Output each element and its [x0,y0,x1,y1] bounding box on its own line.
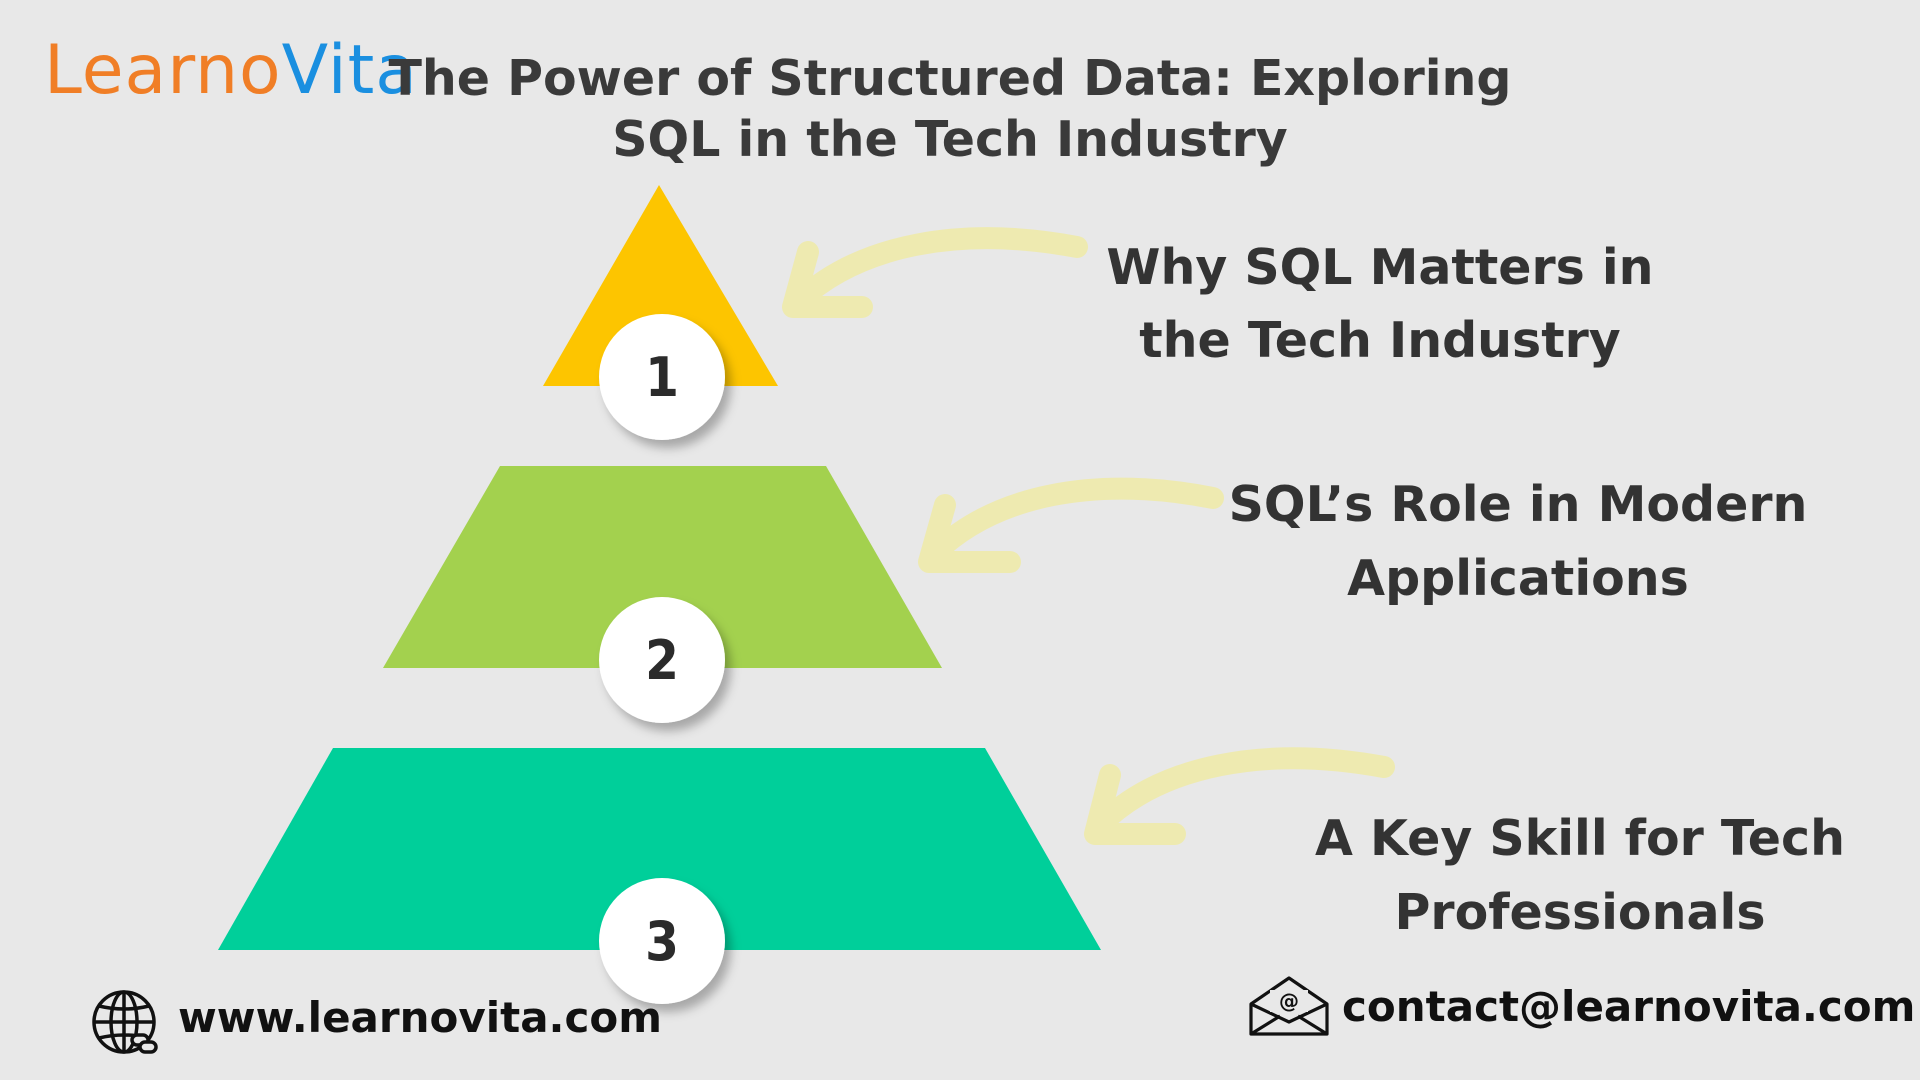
svg-text:@: @ [1279,989,1299,1013]
page-title-line-2: SQL in the Tech Industry [612,111,1288,168]
tier-2-arrow [924,477,1224,564]
tier-2-label-line-2: Applications [1347,550,1689,607]
tier-1-label-line-1: Why SQL Matters in [1106,239,1653,296]
logo-part-2: Vita [282,31,418,110]
brand-logo: LearnoVita [44,31,418,110]
tier-1-number-circle [599,314,725,440]
tier-3-label-line-1: A Key Skill for Tech [1315,810,1845,867]
tier-3-number-circle [599,878,725,1004]
tier-1-number: 1 [645,346,679,409]
globe-link-icon [92,990,158,1054]
tier-3-arrow [1089,747,1395,836]
tier-1-label-line-2: the Tech Industry [1139,312,1621,369]
pyramid-tier-3: 3 A Key Skill for Tech Professionals [218,747,1845,1004]
tier-1-arrow-head [782,241,873,318]
tier-1-arrow [789,227,1088,311]
tier-3-label-line-2: Professionals [1395,884,1766,941]
page-title-line-1: The Power of Structured Data: Exploring [388,50,1511,107]
logo-part-1: Learno [44,31,282,110]
tier-3-arrow-head [1084,764,1186,845]
tier-3-number: 3 [645,910,679,973]
tier-3-shape [218,748,1101,950]
tier-2-label-line-1: SQL’s Role in Modern [1229,476,1808,533]
tier-2-number: 2 [645,629,679,692]
pyramid-tier-1: 1 Why SQL Matters in the Tech Industry [543,185,1654,440]
tier-1-shape [543,185,778,386]
tier-2-number-circle [599,597,725,723]
email-link[interactable]: contact@learnovita.com [1342,982,1915,1031]
pyramid-tier-2: 2 SQL’s Role in Modern Applications [383,466,1807,723]
website-link[interactable]: www.learnovita.com [178,993,662,1042]
envelope-at-icon: @ [1249,976,1329,1036]
tier-2-arrow-head [918,494,1021,573]
tier-2-shape [383,466,942,668]
